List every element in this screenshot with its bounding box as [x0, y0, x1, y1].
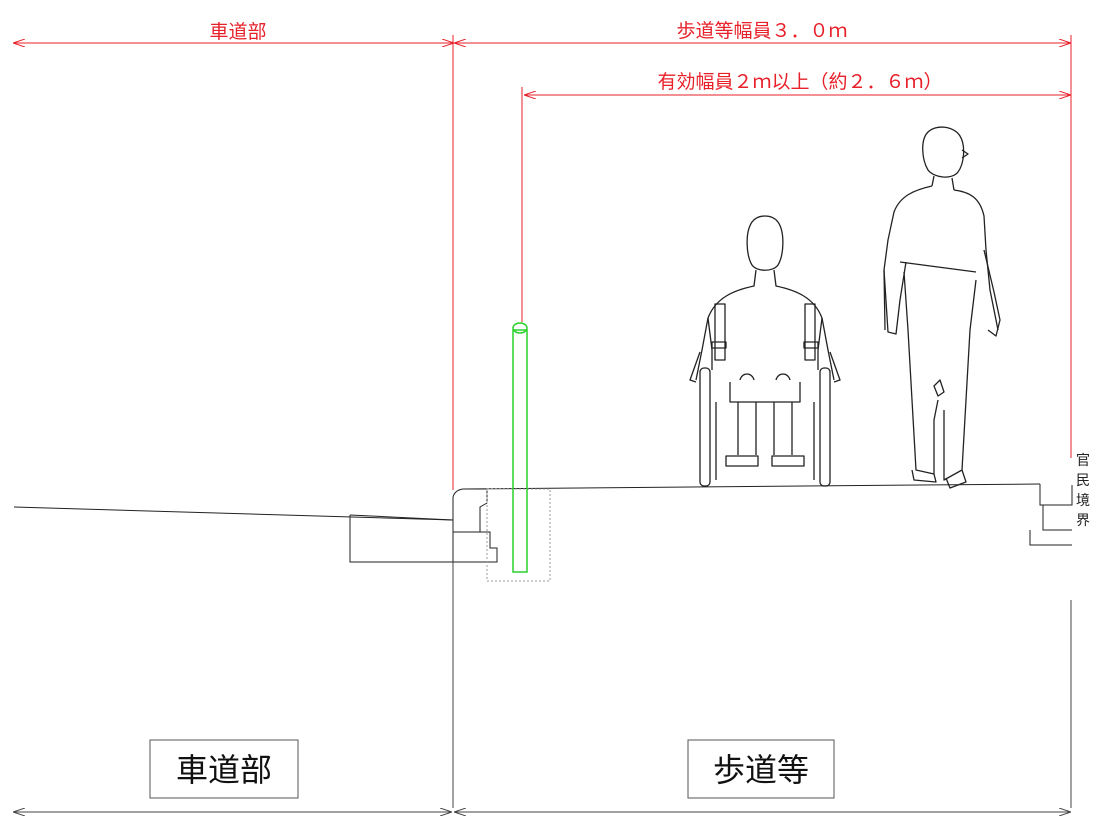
sidewalk-section-label: 歩道等: [713, 751, 809, 789]
sidewalk-width-label: 歩道等幅員３．０ｍ: [676, 20, 847, 42]
boundary-note-char-1: 官: [1076, 453, 1090, 469]
gutter-block: [349, 515, 454, 563]
boundary-note-char-4: 界: [1076, 513, 1090, 529]
boundary-note-char-2: 民: [1076, 473, 1090, 489]
boundary-note-char-3: 境: [1076, 493, 1090, 509]
sidewalk-surface-line: [462, 483, 1041, 490]
boundary-block: [1029, 484, 1073, 546]
road-surface: [13, 483, 1073, 563]
curb-base: [453, 531, 498, 563]
effective-width-label: 有効幅員２ｍ以上（約２．６ｍ）: [657, 71, 942, 93]
curb-stone: [452, 488, 488, 533]
roadway-dimension-label: 車道部: [209, 21, 266, 43]
wheelchair-user-figure: [689, 215, 841, 487]
roadway-pavement-line: [13, 506, 454, 521]
bollard-foundation: [486, 488, 551, 582]
sidewalk-label-box: [687, 739, 835, 799]
roadway-section-label: 車道部: [176, 751, 272, 789]
bollard: [486, 322, 551, 582]
bollard-cap: [512, 322, 528, 334]
dimension-lines: [14, 35, 1072, 490]
bollard-post: [512, 329, 528, 573]
boundary-note: 官 民 境 界: [1076, 453, 1090, 529]
pedestrian-figure: [883, 126, 1001, 489]
roadway-label-box: [149, 739, 299, 799]
roadway-pavement-edge: [349, 514, 454, 521]
